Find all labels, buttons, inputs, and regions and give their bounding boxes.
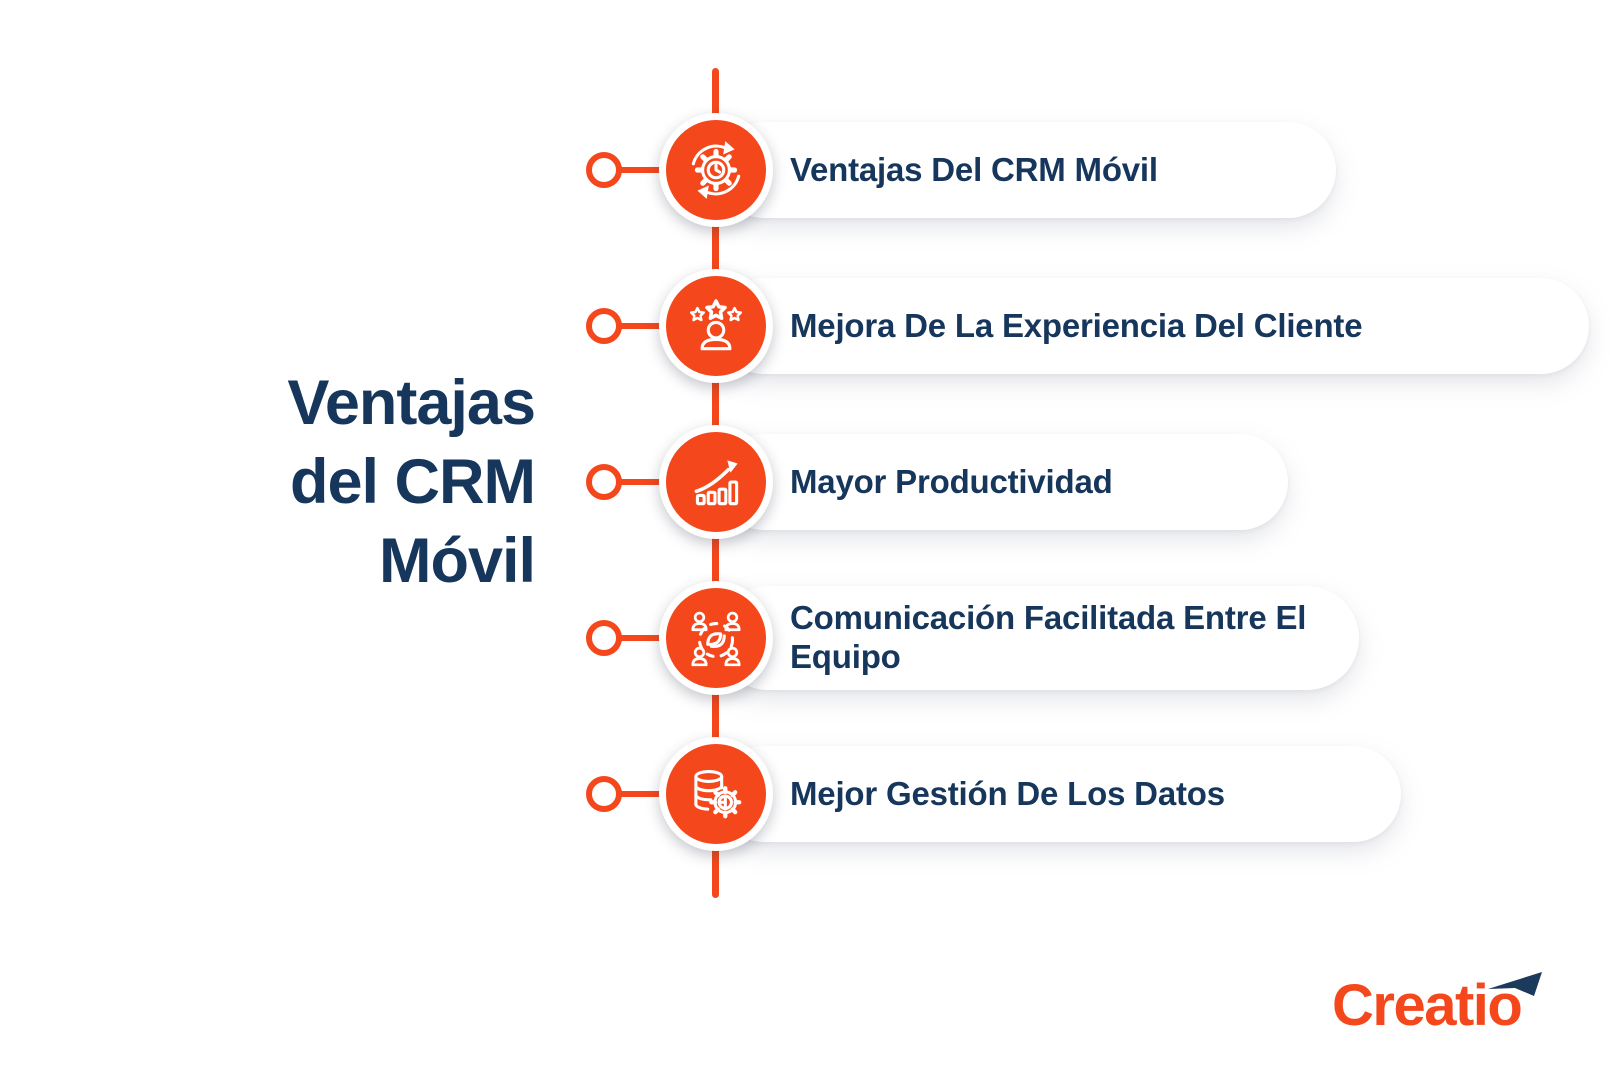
- timeline-icon-circle: [659, 269, 773, 383]
- team-communication-icon: [691, 611, 741, 667]
- creatio-wordmark: Creatio: [1332, 973, 1523, 1038]
- timeline-label-pill: Mejora De La Experiencia Del Cliente: [716, 278, 1589, 374]
- growth-chart-icon: [694, 460, 739, 506]
- timeline-icon-circle: [659, 581, 773, 695]
- page-title-line: Móvil: [378, 526, 536, 596]
- process-gear-clock-icon: [691, 141, 741, 199]
- timeline-icon-circle: [659, 737, 773, 851]
- customer-stars-icon: [689, 299, 743, 351]
- timeline-connector: [619, 479, 667, 485]
- database-gear-icon: [694, 769, 742, 819]
- page-title-line: del CRM: [290, 447, 536, 517]
- timeline-label-pill: Comunicación Facilitada Entre El Equipo: [716, 586, 1359, 690]
- timeline-connector: [619, 167, 667, 173]
- timeline-label-pill: Mayor Productividad: [716, 434, 1288, 530]
- timeline-label-pill: Ventajas Del CRM Móvil: [716, 122, 1336, 218]
- timeline-node: [586, 464, 622, 500]
- page-title: Ventajas del CRM Móvil: [95, 364, 536, 601]
- timeline-connector: [619, 791, 667, 797]
- timeline-item-label: Mejora De La Experiencia Del Cliente: [790, 306, 1363, 344]
- page-title-line: Ventajas: [287, 368, 536, 438]
- timeline-item-label: Mayor Productividad: [790, 462, 1113, 500]
- timeline-node: [586, 776, 622, 812]
- creatio-logo: Creatio: [1328, 944, 1548, 1049]
- creatio-arrow-icon: [1488, 972, 1542, 996]
- timeline-connector: [619, 635, 667, 641]
- timeline-node: [586, 308, 622, 344]
- timeline-item-label: Ventajas Del CRM Móvil: [790, 150, 1158, 188]
- timeline-item-label: Mejor Gestión De Los Datos: [790, 774, 1225, 812]
- timeline-label-pill: Mejor Gestión De Los Datos: [716, 746, 1401, 842]
- timeline-icon-circle: [659, 113, 773, 227]
- timeline-node: [586, 152, 622, 188]
- timeline-item-label: Comunicación Facilitada Entre El Equipo: [790, 599, 1307, 675]
- timeline-connector: [619, 323, 667, 329]
- timeline-icon-circle: [659, 425, 773, 539]
- timeline-node: [586, 620, 622, 656]
